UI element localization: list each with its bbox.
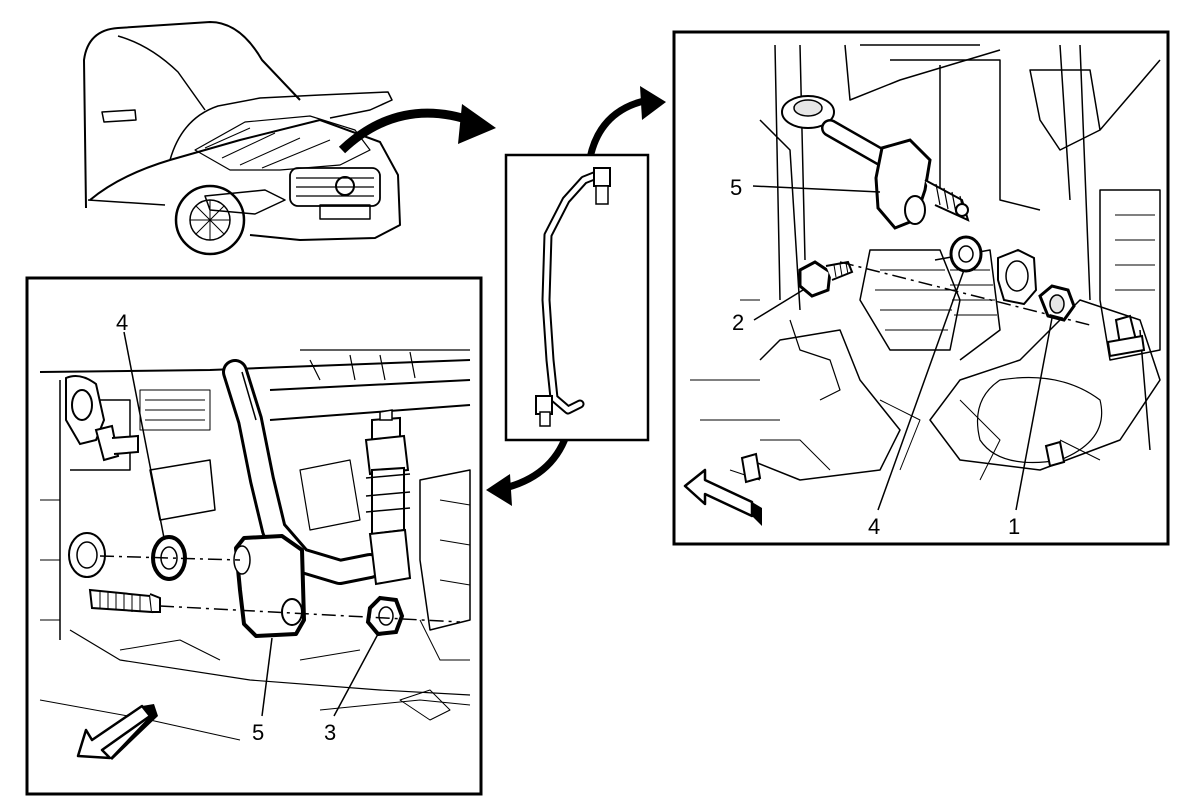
nut-1 <box>1038 284 1076 322</box>
washer-4-left <box>151 535 187 581</box>
callout-5-right: 5 <box>730 175 742 200</box>
left-detail-panel: 4 5 3 <box>25 276 483 796</box>
stabilizer-link-5-left <box>233 534 306 638</box>
callout-4-right: 4 <box>868 514 880 539</box>
callout-2-right: 2 <box>732 310 744 335</box>
flow-arrow-overview-to-bar <box>338 104 496 154</box>
flow-arrow-bar-to-left-detail <box>486 428 572 506</box>
forward-direction-arrow-right <box>683 468 762 526</box>
right-detail-panel: 5 2 4 1 <box>672 30 1170 546</box>
forward-direction-arrow-left <box>76 704 158 760</box>
bolt-2 <box>798 260 854 298</box>
vehicle-overview <box>83 21 401 256</box>
callout-1-right: 1 <box>1008 514 1020 539</box>
stabilizer-bar-key-view <box>504 153 650 442</box>
stabilizer-link-5 <box>874 138 970 230</box>
callout-3-left: 3 <box>324 720 336 745</box>
ball-joint-link <box>364 409 412 586</box>
callout-5-left: 5 <box>252 720 264 745</box>
washer-4 <box>949 235 983 273</box>
nut-3-left <box>365 595 405 637</box>
callout-4-left: 4 <box>116 310 128 335</box>
threaded-stud-left <box>88 588 161 614</box>
flow-arrow-bar-to-right-detail <box>586 86 666 159</box>
